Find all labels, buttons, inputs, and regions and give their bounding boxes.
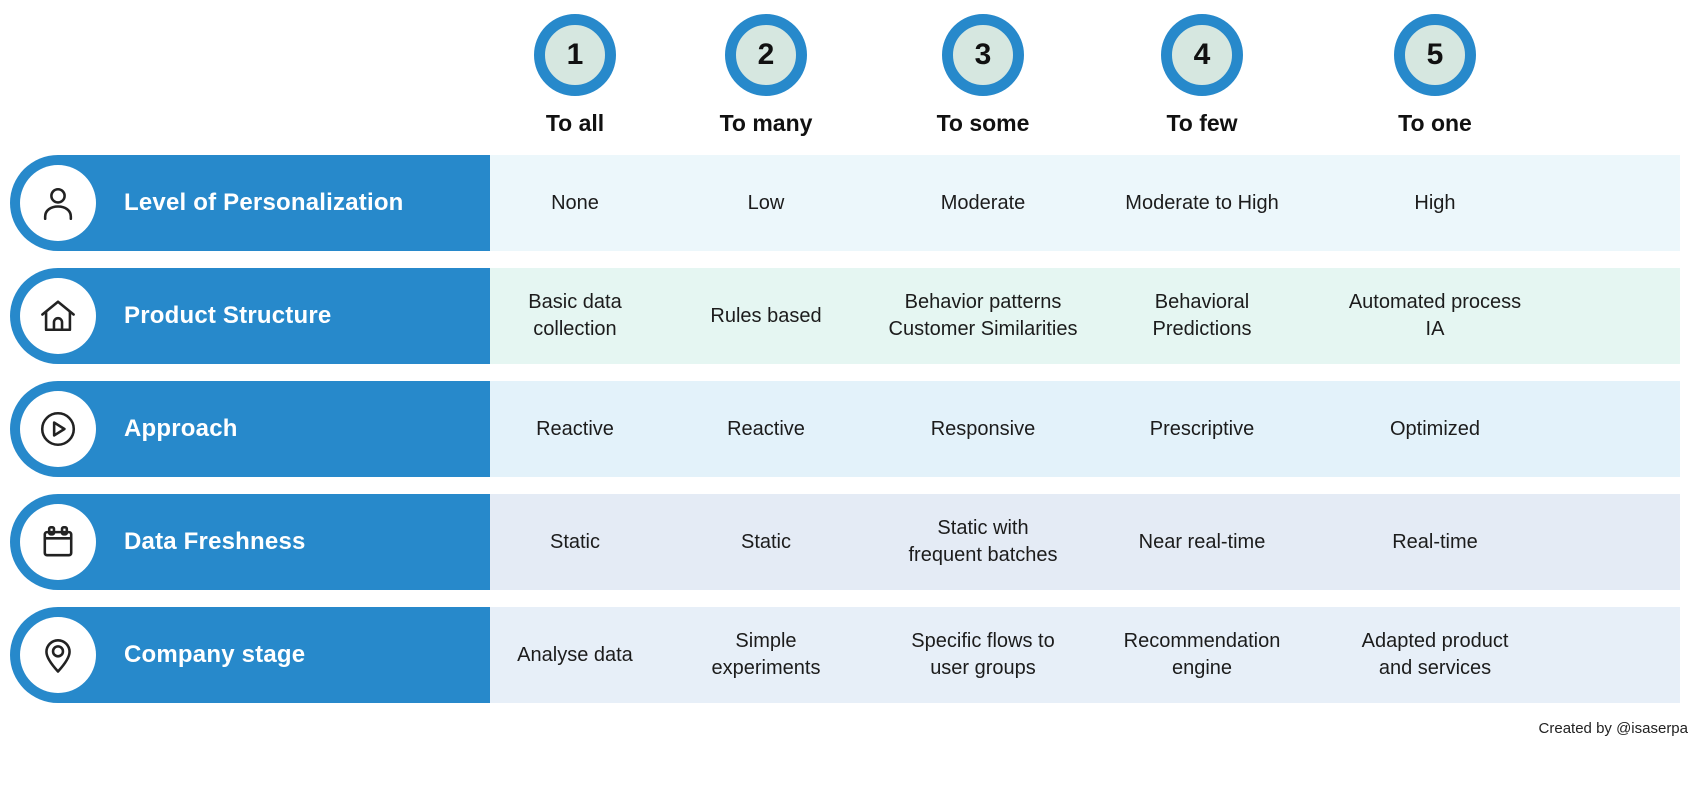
- row-values-band: Analyse data Simple experiments Specific…: [490, 607, 1680, 703]
- row-label: Data Freshness: [124, 528, 306, 555]
- matrix-cell: Moderate: [940, 191, 1026, 214]
- level-audience-label: To some: [936, 110, 1030, 136]
- matrix-cell: Static: [549, 530, 601, 553]
- maturity-levels-header: 1 To all 2 To many 3 To some 4 To few 5: [490, 14, 1702, 137]
- level-audience-label: To many: [719, 110, 813, 136]
- row-values-band: Reactive Reactive Responsive Prescriptiv…: [490, 381, 1680, 477]
- row-label: Level of Personalization: [124, 189, 404, 216]
- matrix-cell: Behavior patterns Customer Similarities: [888, 291, 1078, 340]
- level-number: 3: [974, 38, 992, 71]
- matrix-cell: Reactive: [727, 417, 805, 440]
- level-column-4: 4 To few: [1094, 14, 1310, 137]
- level-number: 1: [566, 38, 584, 71]
- table-row-product-structure: Product Structure Basic data collection …: [0, 268, 1702, 364]
- play-icon: [20, 391, 96, 467]
- author-credit: Created by @isaserpa: [1538, 720, 1688, 737]
- matrix-cell: Recommendation engine: [1123, 630, 1281, 679]
- personalization-maturity-matrix: 1 To all 2 To many 3 To some 4 To few 5: [0, 14, 1702, 737]
- row-label-pill: Level of Personalization: [10, 155, 490, 251]
- row-values-band: None Low Moderate Moderate to High High: [490, 155, 1680, 251]
- level-number: 5: [1426, 38, 1444, 71]
- matrix-cell: Real-time: [1392, 530, 1478, 553]
- matrix-cell: Analyse data: [517, 643, 633, 666]
- table-row-approach: Approach Reactive Reactive Responsive Pr…: [0, 381, 1702, 477]
- level-audience-label: To all: [545, 110, 605, 136]
- row-label-pill: Company stage: [10, 607, 490, 703]
- row-values-band: Basic data collection Rules based Behavi…: [490, 268, 1680, 364]
- matrix-cell: Automated process IA: [1348, 291, 1522, 340]
- calendar-icon: [20, 504, 96, 580]
- home-icon: [20, 278, 96, 354]
- level-number: 4: [1193, 38, 1211, 71]
- matrix-cell: Reactive: [536, 417, 614, 440]
- matrix-cell: Behavioral Predictions: [1152, 291, 1252, 340]
- matrix-cell: Responsive: [930, 417, 1036, 440]
- row-label: Company stage: [124, 641, 306, 668]
- level-column-2: 2 To many: [660, 14, 872, 137]
- matrix-cell: Basic data collection: [528, 291, 622, 340]
- row-label: Product Structure: [124, 302, 332, 329]
- table-row-data-freshness: Data Freshness Static Static Static with…: [0, 494, 1702, 590]
- location-pin-icon: [20, 617, 96, 693]
- matrix-cell: Near real-time: [1138, 530, 1266, 553]
- level-column-1: 1 To all: [490, 14, 660, 137]
- matrix-cell: Simple experiments: [711, 630, 821, 679]
- matrix-cell: None: [551, 191, 599, 214]
- user-icon: [20, 165, 96, 241]
- level-audience-label: To few: [1166, 110, 1238, 136]
- level-1-circle-icon: 1: [534, 14, 616, 96]
- level-column-5: 5 To one: [1310, 14, 1560, 137]
- matrix-cell: Optimized: [1389, 417, 1481, 440]
- matrix-cell: Specific flows to user groups: [911, 630, 1055, 679]
- matrix-cell: High: [1414, 191, 1456, 214]
- level-audience-label: To one: [1398, 110, 1472, 136]
- row-label-pill: Product Structure: [10, 268, 490, 364]
- matrix-cell: Static with frequent batches: [908, 517, 1058, 566]
- matrix-cell: Prescriptive: [1149, 417, 1255, 440]
- row-label-pill: Approach: [10, 381, 490, 477]
- level-4-circle-icon: 4: [1161, 14, 1243, 96]
- level-2-circle-icon: 2: [725, 14, 807, 96]
- table-row-level-of-personalization: Level of Personalization None Low Modera…: [0, 155, 1702, 251]
- matrix-cell: Adapted product and services: [1361, 630, 1509, 679]
- matrix-cell: Static: [740, 530, 792, 553]
- row-label-pill: Data Freshness: [10, 494, 490, 590]
- row-label: Approach: [124, 415, 238, 442]
- matrix-cell: Moderate to High: [1125, 191, 1279, 214]
- level-number: 2: [757, 38, 775, 71]
- level-5-circle-icon: 5: [1394, 14, 1476, 96]
- row-values-band: Static Static Static with frequent batch…: [490, 494, 1680, 590]
- level-column-3: 3 To some: [872, 14, 1094, 137]
- matrix-cell: Low: [747, 191, 785, 214]
- matrix-cell: Rules based: [710, 304, 822, 327]
- table-row-company-stage: Company stage Analyse data Simple experi…: [0, 607, 1702, 703]
- level-3-circle-icon: 3: [942, 14, 1024, 96]
